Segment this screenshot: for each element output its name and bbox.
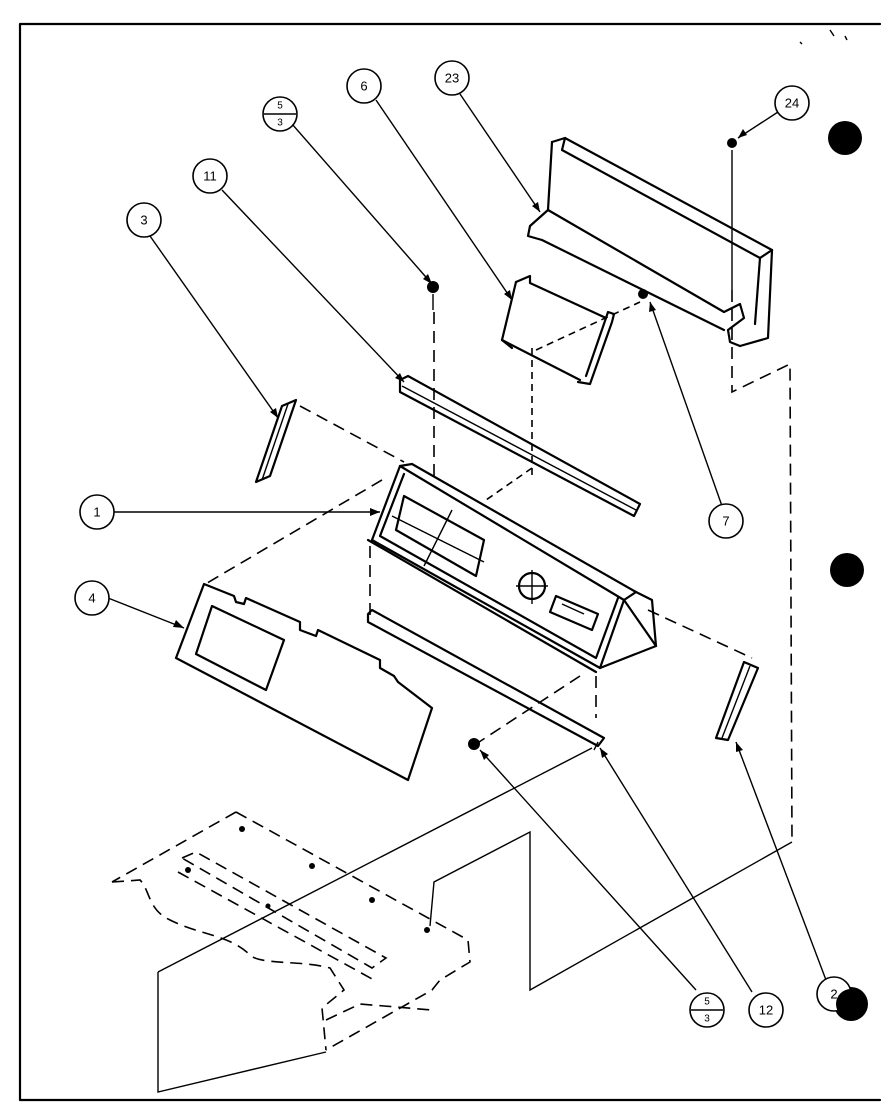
callout-3: 3 [126,202,162,238]
part-12-lower-strip [366,608,606,748]
svg-text:3: 3 [277,118,283,129]
callout-24: 24 [774,85,810,121]
callout-1: 1 [79,494,115,530]
cabinet-top-dashed [111,811,471,1051]
part-23-rear-bracket [526,136,774,348]
binder-hole-bottom-overlap [836,989,866,1019]
svg-text:5: 5 [704,997,710,1008]
part-4-overlay-panel [174,582,434,782]
corner-marks [799,29,848,45]
part-7-screw [638,289,648,299]
callout-7: 7 [708,503,744,539]
part-11-top-strip [398,374,642,518]
callout-11: 11 [192,158,228,194]
svg-text:1: 1 [93,505,100,520]
page-border [18,22,882,1102]
callout-4: 4 [74,580,110,616]
svg-text:11: 11 [203,169,217,184]
part-6-small-bracket [500,274,616,386]
binder-hole-top [828,121,862,155]
svg-text:12: 12 [759,1003,773,1018]
assembly-guide-lines [157,290,793,1093]
part-24-screw [727,138,737,290]
callout-6: 6 [346,68,382,104]
screw-lower [468,738,480,750]
part-2-right-end-cap [714,660,760,742]
part-3-left-end-cap [254,398,298,484]
screw-upper [427,281,439,310]
callout-5-3-bottom: 5 3 [689,992,725,1028]
svg-text:4: 4 [88,591,95,606]
svg-text:3: 3 [704,1014,710,1025]
callout-12: 12 [748,992,784,1028]
svg-text:6: 6 [360,79,367,94]
binder-hole-middle [830,553,864,587]
svg-text:23: 23 [445,71,459,86]
part-1-control-console [366,462,658,674]
svg-text:3: 3 [140,213,147,228]
callout-5-3-top: 5 3 [262,96,298,132]
leader-lines [107,93,827,993]
svg-text:7: 7 [722,514,729,529]
callout-23: 23 [434,60,470,96]
svg-text:24: 24 [785,96,799,111]
svg-text:5: 5 [277,101,283,112]
svg-text:2: 2 [830,987,837,1002]
